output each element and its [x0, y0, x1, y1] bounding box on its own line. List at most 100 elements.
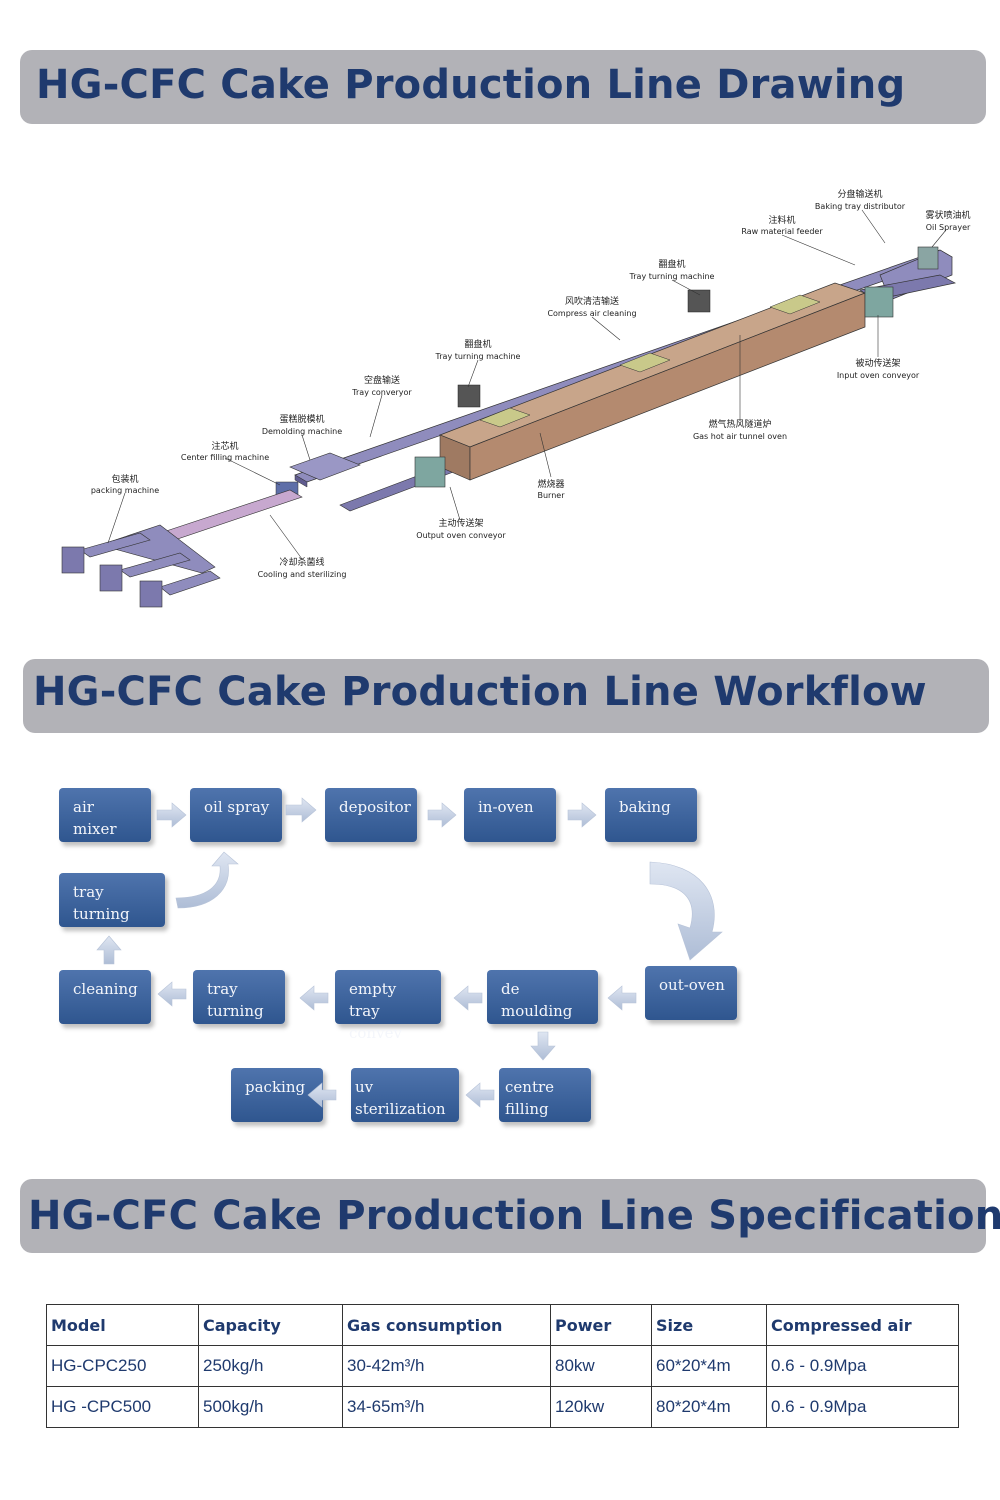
label-packing-machine: 包装机 packing machine [91, 473, 159, 495]
label-tray-turning-machine-upper: 翻盘机 Tray turning machine [629, 258, 715, 281]
cell-size: 60*20*4m [651, 1345, 767, 1387]
svg-text:燃烧器: 燃烧器 [537, 478, 564, 490]
arrow-left-3 [299, 985, 329, 1011]
label-tray-turning-machine-lower: 翻盘机 Tray turning machine [435, 338, 521, 361]
arrow-up [96, 935, 122, 965]
packing-machine-1 [61, 546, 85, 574]
step-cleaning: cleaning [59, 970, 151, 1024]
label-baking-tray-distributor: 分盘输送机 Baking tray distributor [815, 188, 906, 211]
header-gas-consumption: Gas consumption [342, 1304, 551, 1346]
cell-model: HG-CPC250 [46, 1345, 199, 1387]
arrow-left-4 [157, 981, 187, 1007]
step-uv-sterilization: uv sterilization [351, 1068, 459, 1122]
arrow-right-4 [567, 802, 597, 828]
drawing-section-banner: HG-CFC Cake Production Line Drawing [20, 50, 986, 124]
svg-text:翻盘机: 翻盘机 [464, 338, 491, 350]
svg-text:Raw material feeder: Raw material feeder [741, 227, 823, 236]
burner-box-3 [769, 294, 821, 315]
svg-text:翻盘机: 翻盘机 [658, 258, 685, 270]
packing-branch-1 [79, 532, 151, 558]
label-oil-sprayer: 雾状喷油机 Oil Sprayer [925, 209, 971, 232]
arrow-left-1 [607, 985, 637, 1011]
svg-text:包装机: 包装机 [111, 473, 138, 485]
svg-text:Baking tray distributor: Baking tray distributor [815, 202, 906, 211]
label-demolding-machine: 蛋糕脱模机 Demolding machine [262, 413, 342, 436]
arrow-left-6 [307, 1082, 337, 1108]
arrow-left-5 [465, 1082, 495, 1108]
svg-text:注料机: 注料机 [768, 214, 795, 226]
step-depositor: depositor [325, 788, 417, 842]
svg-text:Compress air cleaning: Compress air cleaning [547, 309, 636, 318]
step-out-oven: out-oven [645, 966, 737, 1020]
label-center-filling-machine: 注芯机 Center filling machine [181, 440, 269, 462]
step-empty-tray-convey: empty tray convev [335, 970, 441, 1042]
label-gas-hot-air-tunnel-oven: 燃气热风隧道炉 Gas hot air tunnel oven [693, 418, 787, 441]
step-oil-spray: oil spray [190, 788, 282, 842]
label-raw-material-feeder: 注料机 Raw material feeder [741, 214, 823, 236]
arrow-right-1 [156, 802, 187, 828]
svg-text:注芯机: 注芯机 [211, 440, 238, 452]
oil-sprayer-unit [917, 246, 939, 270]
packing-branch-2 [119, 552, 191, 578]
header-size: Size [651, 1304, 767, 1346]
step-in-oven: in-oven [464, 788, 556, 842]
label-tray-conveyor: 空盘输送 Tray converyor [351, 374, 412, 397]
svg-text:packing machine: packing machine [91, 486, 159, 495]
workflow-arrows [96, 797, 723, 1108]
cell-air: 0.6 - 0.9Mpa [766, 1386, 959, 1428]
table-row: HG-CPC250 250kg/h 30-42m³/h 80kw 60*20*4… [46, 1345, 959, 1387]
svg-text:空盘输送: 空盘输送 [364, 374, 400, 386]
cell-gas: 34-65m³/h [342, 1386, 551, 1428]
header-power: Power [550, 1304, 652, 1346]
spec-header-row: Model Capacity Gas consumption Power Siz… [46, 1304, 959, 1346]
arrow-right-2 [285, 797, 317, 823]
output-oven-conveyor-unit [414, 456, 446, 488]
demolding-machine [289, 452, 361, 481]
tray-turning-machine-2 [687, 289, 711, 313]
step-tray-turning-lower: tray turning [193, 970, 285, 1024]
spec-section-title: HG-CFC Cake Production Line Specificatio… [28, 1193, 1000, 1239]
svg-text:Output oven conveyor: Output oven conveyor [416, 531, 506, 540]
cell-size: 80*20*4m [651, 1386, 767, 1428]
burner-box-2 [619, 352, 671, 373]
label-output-oven-conveyor: 主动传送架 Output oven conveyor [416, 517, 506, 540]
step-air-mixer: air mixer [59, 788, 151, 842]
svg-text:主动传送架: 主动传送架 [438, 517, 483, 529]
arrow-left-2 [453, 985, 483, 1011]
svg-text:Oil Sprayer: Oil Sprayer [926, 223, 971, 232]
production-line-drawing: 分盘输送机 Baking tray distributor 雾状喷油机 Oil … [61, 188, 971, 608]
workflow-section-banner: HG-CFC Cake Production Line Workflow [23, 659, 989, 733]
svg-text:Cooling and sterilizing: Cooling and sterilizing [258, 570, 347, 579]
svg-text:风吹清洁输送: 风吹清洁输送 [565, 295, 619, 307]
tray-turning-machine-1 [457, 384, 481, 408]
svg-text:Tray turning machine: Tray turning machine [629, 272, 715, 281]
table-row: HG -CPC500 500kg/h 34-65m³/h 120kw 80*20… [46, 1386, 959, 1428]
svg-text:Gas hot air tunnel oven: Gas hot air tunnel oven [693, 432, 787, 441]
cell-gas: 30-42m³/h [342, 1345, 551, 1387]
step-tray-turning-upper: tray turning [59, 873, 165, 927]
svg-text:被动传送架: 被动传送架 [855, 357, 900, 369]
packing-machine-2 [99, 564, 123, 592]
arrow-down [530, 1031, 556, 1061]
svg-text:蛋糕脱模机: 蛋糕脱模机 [279, 413, 324, 425]
svg-text:Input oven conveyor: Input oven conveyor [837, 371, 920, 380]
packing-machine-3 [139, 580, 163, 608]
header-model: Model [46, 1304, 199, 1346]
cell-power: 80kw [550, 1345, 652, 1387]
arrow-right-3 [427, 802, 457, 828]
cell-capacity: 500kg/h [198, 1386, 343, 1428]
tunnel-oven-side [469, 292, 866, 481]
svg-text:Tray turning machine: Tray turning machine [435, 352, 521, 361]
spec-section-banner: HG-CFC Cake Production Line Specificatio… [20, 1179, 1000, 1253]
cell-capacity: 250kg/h [198, 1345, 343, 1387]
svg-text:冷却杀菌线: 冷却杀菌线 [279, 556, 324, 568]
step-centre-filling: centre filling [499, 1068, 591, 1122]
header-compressed-air: Compressed air [766, 1304, 959, 1346]
burner-box-1 [479, 407, 531, 428]
drawing-section-title: HG-CFC Cake Production Line Drawing [36, 62, 906, 108]
svg-text:雾状喷油机: 雾状喷油机 [925, 209, 970, 221]
label-burner: 燃烧器 Burner [537, 478, 565, 500]
curved-arrow-baking-to-out-oven [649, 861, 723, 961]
spec-table: Model Capacity Gas consumption Power Siz… [46, 1304, 959, 1428]
svg-text:燃气热风隧道炉: 燃气热风隧道炉 [708, 418, 771, 430]
